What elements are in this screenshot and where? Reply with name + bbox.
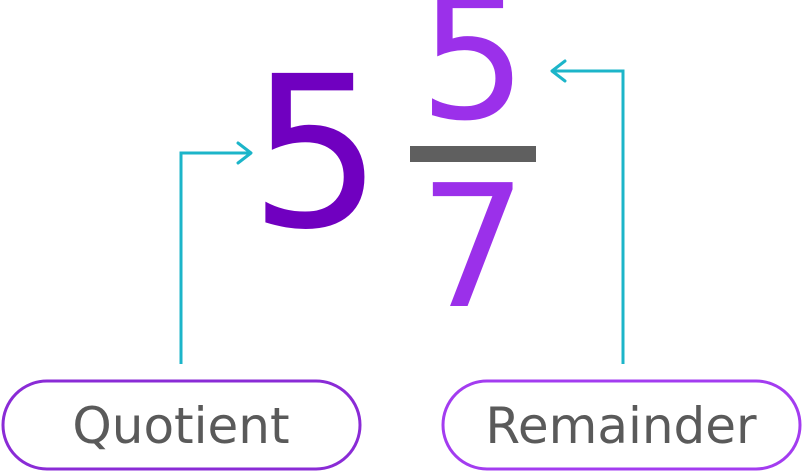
quotient-arrow (179, 141, 253, 364)
remainder-label: Remainder (441, 379, 802, 471)
fraction-bar (410, 146, 536, 162)
remainder-arrow-line (553, 69, 625, 364)
quotient-label: Quotient (1, 379, 362, 471)
denominator: 7 (419, 149, 527, 347)
quotient-arrow-line (179, 151, 250, 364)
numerator: 5 (419, 0, 527, 159)
remainder-arrow (550, 59, 625, 364)
remainder-label-text: Remainder (485, 397, 757, 455)
whole-number: 5 (249, 31, 383, 276)
quotient-label-text: Quotient (72, 397, 289, 455)
quotient-label-border (1, 379, 362, 471)
remainder-label-border (441, 379, 802, 471)
quotient-arrowhead-icon (236, 141, 253, 165)
remainder-arrowhead-icon (550, 59, 567, 83)
